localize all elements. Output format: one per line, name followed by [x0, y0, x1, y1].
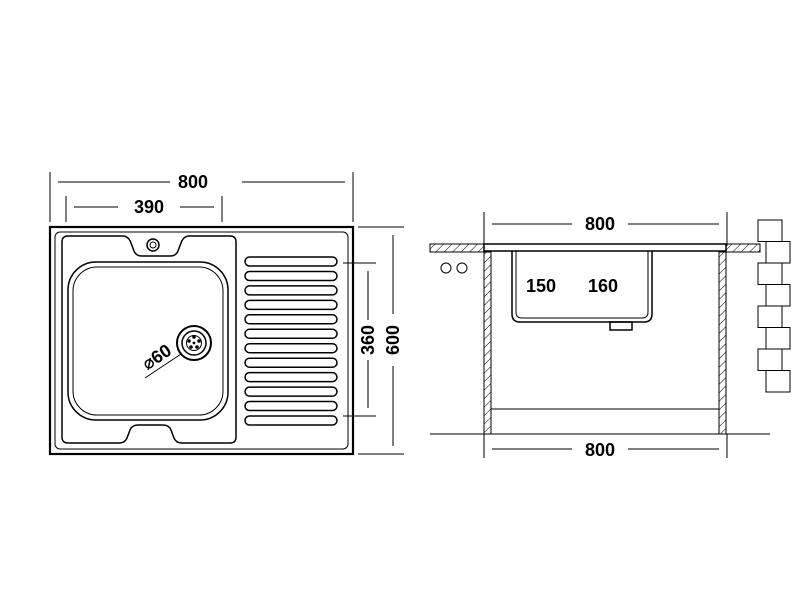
brick [757, 348, 783, 371]
cabinet-wall-left [483, 251, 492, 435]
tap-hole-inner [149, 241, 157, 249]
drainboard-rib [244, 285, 338, 296]
brick [765, 284, 791, 307]
countertop-right [725, 243, 761, 253]
dimension-bowl-width: 390 [65, 196, 223, 222]
dim-side-bowl-depth: 150 [526, 276, 556, 296]
pipe-outlet-2-icon [456, 262, 468, 274]
drainboard-rib [244, 342, 338, 354]
bowl-recess-outline [61, 235, 237, 444]
dimension-overall-width: 800 [49, 172, 354, 222]
bowl-profile-inner [515, 251, 649, 319]
sink-rim [54, 231, 349, 450]
drainboard-rib [244, 415, 338, 426]
tap-hole-icon [146, 238, 160, 252]
dimension-side-bottom-width: 800 [483, 434, 728, 460]
dimension-overall-depth: 600 [358, 226, 404, 455]
brick [765, 327, 791, 350]
bowl-profile [511, 251, 653, 323]
dim-overall-depth: 600 [383, 325, 403, 355]
drainboard-rib [244, 270, 338, 282]
sink-flange [483, 243, 727, 252]
dimension-side-top-width: 800 [483, 212, 728, 246]
pipe-outlet-1-icon [440, 262, 452, 274]
drainboard-rib [244, 386, 338, 397]
drainboard-rib [244, 256, 338, 267]
drainboard-rib [244, 328, 338, 340]
cabinet-wall-right [718, 251, 727, 435]
bowl-inner-line [72, 266, 224, 416]
brick [757, 219, 783, 242]
dim-side-bottom-width: 800 [585, 440, 615, 460]
drain-diameter-label: ⌀60 [138, 340, 175, 374]
drainboard-ribs [244, 256, 338, 426]
brick-wall [757, 219, 791, 393]
brick [757, 262, 783, 285]
top-view: 800 390 [48, 172, 404, 456]
bowl [67, 261, 229, 421]
brick [765, 241, 791, 264]
countertop-left [429, 243, 485, 253]
dim-bowl-width: 390 [134, 197, 164, 217]
dim-overall-width: 800 [178, 172, 208, 192]
drain-icon [176, 325, 212, 361]
dim-side-drainboard-depth: 160 [588, 276, 618, 296]
dimension-bowl-depth: 360 [343, 262, 378, 417]
dim-bowl-depth: 360 [358, 325, 378, 355]
drainboard-rib [244, 357, 338, 368]
drainboard-rib [244, 314, 338, 325]
side-view: 800 150 160 800 [429, 212, 791, 460]
drain-diameter-leader [144, 353, 182, 379]
drainboard-rib [244, 371, 338, 383]
brick [757, 305, 783, 328]
sink-outline [48, 225, 355, 456]
dim-side-top-width: 800 [585, 214, 615, 234]
brick [765, 370, 791, 393]
drain-stub-icon [609, 321, 633, 331]
drainboard-rib [244, 299, 338, 311]
drainboard-rib [244, 400, 338, 412]
